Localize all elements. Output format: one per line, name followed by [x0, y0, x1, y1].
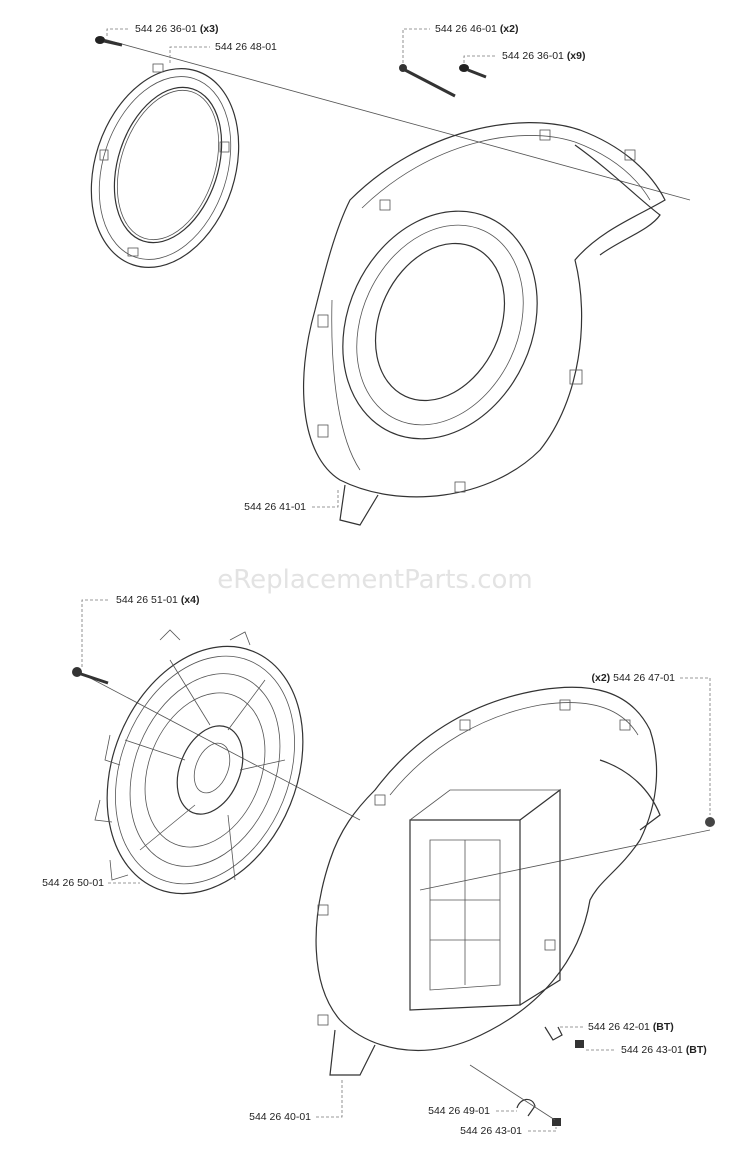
label-clip: 544 26 49-01 — [428, 1105, 490, 1117]
label-nut: (x2) 544 26 47-01 — [592, 672, 676, 684]
clip-icon[interactable] — [516, 1098, 536, 1117]
screw-top-right-icon[interactable] — [459, 64, 487, 79]
screw-long-top-icon[interactable] — [399, 64, 456, 98]
ring-gasket-icon[interactable] — [67, 49, 263, 286]
label-screw-long-top: 544 26 46-01 (x2) — [435, 23, 519, 35]
label-fan-housing: 544 26 40-01 — [249, 1111, 311, 1123]
label-fan-screw: 544 26 51-01 (x4) — [116, 594, 200, 606]
label-screw-top-right: 544 26 36-01 (x9) — [502, 50, 586, 62]
label-fan-wheel: 544 26 50-01 — [42, 877, 104, 889]
clip-screw-icon[interactable] — [552, 1118, 561, 1126]
clamp-screw-icon[interactable] — [575, 1040, 584, 1048]
fan-housing-cover-icon[interactable] — [302, 122, 666, 526]
label-clamp-screw: 544 26 43-01 (BT) — [621, 1044, 707, 1056]
watermark: eReplacementParts.com — [217, 565, 533, 595]
label-fan-housing-cover: 544 26 41-01 — [244, 501, 306, 513]
fan-wheel-icon[interactable] — [72, 617, 339, 923]
label-clamp: 544 26 42-01 (BT) — [588, 1021, 674, 1033]
fan-screw-icon[interactable] — [72, 667, 109, 685]
label-screw-top-left: 544 26 36-01 (x3) — [135, 23, 219, 35]
label-clip-screw: 544 26 43-01 — [460, 1125, 522, 1137]
fan-housing-icon[interactable] — [315, 686, 661, 1076]
screw-top-left-icon[interactable] — [95, 36, 123, 47]
nut-icon[interactable] — [705, 817, 715, 827]
clamp-icon[interactable] — [544, 1026, 563, 1041]
label-ring-gasket: 544 26 48-01 — [215, 41, 277, 53]
